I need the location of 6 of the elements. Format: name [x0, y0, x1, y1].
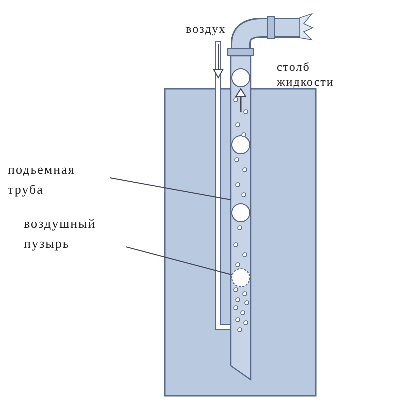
- text-label: воздух: [186, 22, 228, 37]
- callout-label: воздушный пузырь: [24, 214, 124, 254]
- callout-label: подьемная труба: [8, 160, 108, 200]
- leader-line: [126, 246, 233, 276]
- text-label: столб жидкости: [277, 60, 336, 90]
- air-bubble: [232, 268, 250, 288]
